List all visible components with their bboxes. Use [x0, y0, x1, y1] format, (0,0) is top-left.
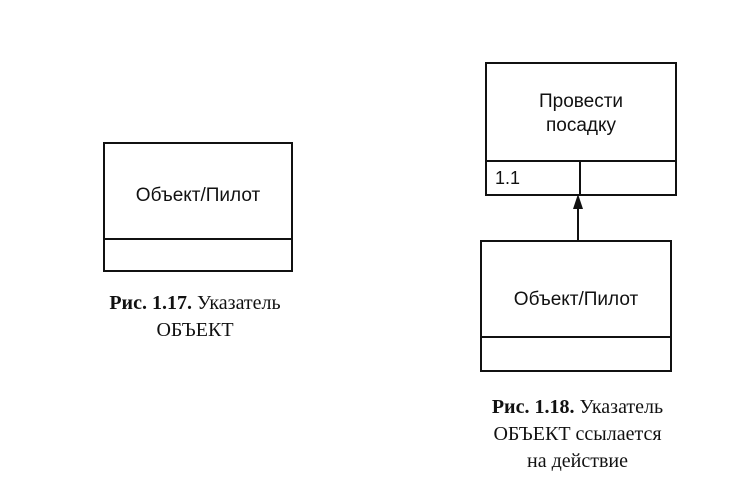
land-action-label-line2: посадку [545, 115, 617, 136]
land-action-label-line1: Провести [538, 91, 624, 112]
object-pilot-box-fig17: Объект/Пилот [103, 142, 293, 272]
action-number: 1.1 [495, 168, 521, 188]
caption-fig18-text1: Указатель [579, 396, 664, 418]
box-divider [487, 160, 675, 162]
caption-fig18-number: Рис. 1.18. [491, 396, 575, 418]
land-action-box: Провести посадку 1.1 [485, 62, 677, 196]
caption-fig17: Рис. 1.17. Указатель ОБЪЕКТ [60, 290, 330, 344]
caption-fig18: Рис. 1.18. Указатель ОБЪЕКТ ссылается на… [445, 394, 710, 475]
caption-fig17-line1: Рис. 1.17. Указатель [60, 290, 330, 317]
caption-fig17-text1: Указатель [196, 292, 281, 314]
box-divider [482, 336, 670, 338]
object-pilot-box-fig18: Объект/Пилот [480, 240, 672, 372]
object-pilot-label: Объект/Пилот [135, 185, 261, 206]
caption-fig18-text3: на действие [527, 450, 628, 472]
caption-fig18-text2: ОБЪЕКТ ссылается [493, 423, 662, 445]
caption-fig17-number: Рис. 1.17. [109, 292, 192, 314]
box-vertical-divider [579, 160, 581, 194]
box-divider [105, 238, 291, 240]
caption-fig17-text2: ОБЪЕКТ [156, 319, 234, 341]
object-pilot-label: Объект/Пилот [513, 289, 639, 310]
caption-fig18-line1: Рис. 1.18. Указатель [445, 394, 710, 421]
